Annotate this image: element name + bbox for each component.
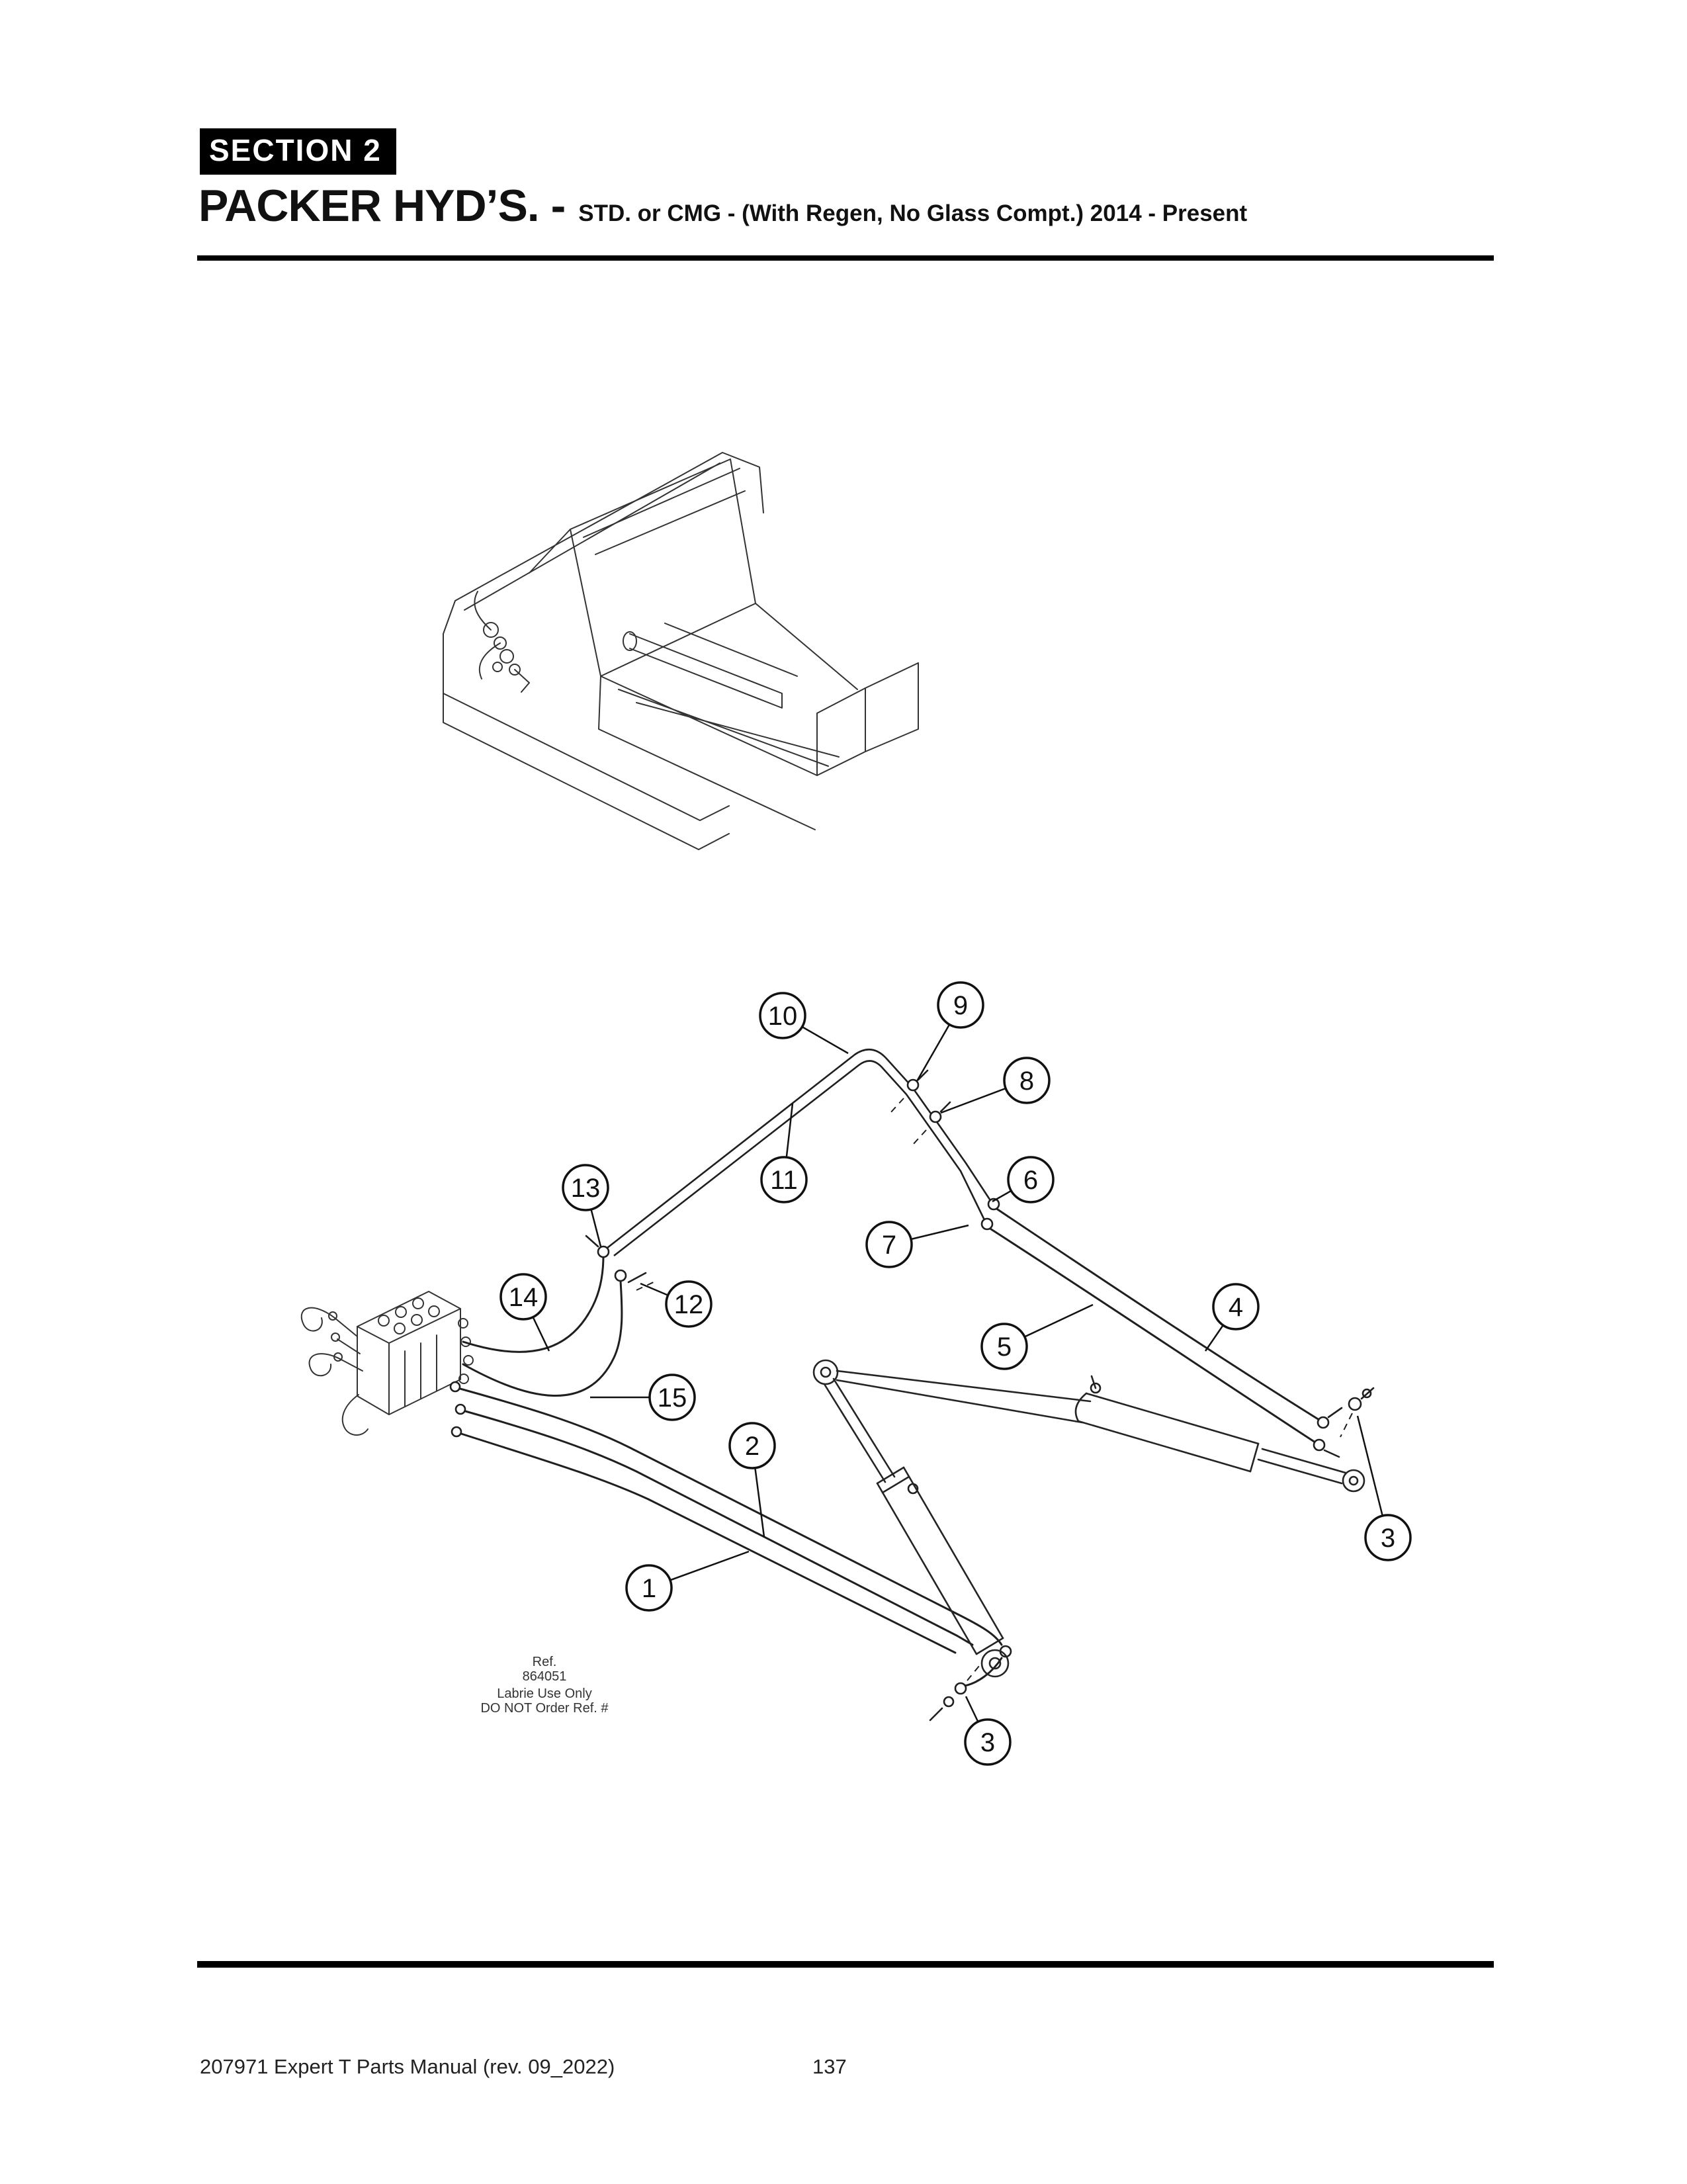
section-badge: SECTION 2 <box>200 128 396 175</box>
fitting-valve-out-c <box>451 1426 462 1438</box>
page-title: PACKER HYD’S. - STD. or CMG - (With Rege… <box>198 180 1247 232</box>
fitting-valve-out-a <box>449 1381 461 1393</box>
svg-text:14: 14 <box>509 1283 539 1312</box>
callout-13-3: 3 <box>1364 1514 1412 1561</box>
hose-upper <box>456 1387 1003 1646</box>
callout-10-2: 2 <box>728 1422 776 1469</box>
callout-12-5: 5 <box>980 1323 1028 1370</box>
steel-tubes <box>607 1049 995 1257</box>
header-divider <box>197 255 1494 261</box>
svg-text:8: 8 <box>1019 1067 1034 1096</box>
fittings <box>449 1069 1375 1722</box>
fitting-valve-out-b <box>454 1403 466 1415</box>
svg-text:11: 11 <box>770 1166 798 1195</box>
svg-text:5: 5 <box>997 1332 1012 1362</box>
footer-page-number: 137 <box>812 2055 847 2078</box>
hoses <box>456 1205 1320 1687</box>
hose-base-elbow <box>963 1657 1003 1687</box>
callout-0-10: 10 <box>759 992 806 1039</box>
hose-4 <box>992 1205 1320 1421</box>
callout-14-1: 1 <box>625 1564 673 1612</box>
fitting-3-bottom-nut <box>943 1696 955 1708</box>
svg-text:7: 7 <box>882 1231 896 1260</box>
page-title-main: PACKER HYD’S. - <box>198 181 566 231</box>
hose-5 <box>986 1225 1317 1444</box>
callout-7-14: 14 <box>499 1273 547 1321</box>
fitting-13 <box>597 1245 610 1258</box>
svg-text:15: 15 <box>658 1383 687 1413</box>
cylinder-right <box>1074 1375 1365 1493</box>
footer-manual-title: 207971 Expert T Parts Manual (rev. 09_20… <box>200 2055 615 2078</box>
fitting-7 <box>980 1217 994 1231</box>
page-title-subtitle: STD. or CMG - (With Regen, No Glass Comp… <box>578 200 1248 226</box>
hydraulic-hose-diagram: Ref. 864051 Labrie Use Only DO NOT Order… <box>300 981 1412 1766</box>
ref-note-line-2: 864051 <box>523 1669 567 1684</box>
svg-text:6: 6 <box>1023 1166 1038 1195</box>
callout-1-9: 9 <box>937 981 984 1029</box>
ref-note-line-3: Labrie Use Only <box>497 1686 591 1701</box>
fitting-hose-end-a <box>1317 1416 1330 1429</box>
svg-text:13: 13 <box>571 1174 601 1203</box>
tube-10 <box>607 1049 995 1249</box>
ref-note-line-4: DO NOT Order Ref. # <box>480 1701 609 1716</box>
truck-overview-sketch <box>443 452 919 850</box>
svg-text:3: 3 <box>980 1728 995 1757</box>
fitting-8 <box>929 1110 942 1123</box>
callout-8-12: 12 <box>665 1280 713 1328</box>
fitting-3-right <box>1348 1397 1362 1411</box>
hose-1 <box>458 1432 957 1654</box>
cylinder-bottom <box>812 1359 1092 1678</box>
callout-6-13: 13 <box>562 1164 609 1211</box>
hose-2 <box>462 1409 974 1646</box>
svg-text:10: 10 <box>768 1002 798 1031</box>
callout-4-7: 7 <box>865 1221 913 1268</box>
callout-leaders <box>522 1004 1389 1743</box>
footer-divider <box>197 1961 1494 1968</box>
svg-text:12: 12 <box>674 1290 704 1319</box>
valve-assembly <box>300 1291 474 1436</box>
hose-14 <box>462 1254 605 1353</box>
svg-text:2: 2 <box>745 1432 759 1461</box>
callout-11-4: 4 <box>1212 1283 1260 1331</box>
hose-15 <box>462 1280 623 1397</box>
svg-text:3: 3 <box>1381 1524 1395 1553</box>
callout-2-8: 8 <box>1003 1057 1051 1104</box>
svg-text:1: 1 <box>642 1574 656 1603</box>
fitting-9 <box>906 1078 920 1092</box>
fitting-3-bottom <box>954 1682 967 1695</box>
callout-15-3: 3 <box>964 1718 1012 1766</box>
callout-3-6: 6 <box>1007 1156 1055 1203</box>
ref-note: Ref. 864051 Labrie Use Only DO NOT Order… <box>480 1655 609 1716</box>
callout-5-11: 11 <box>760 1156 808 1203</box>
svg-text:9: 9 <box>953 991 968 1020</box>
fitting-6 <box>987 1198 1000 1211</box>
callout-9-15: 15 <box>648 1374 696 1421</box>
tube-11 <box>613 1060 988 1257</box>
svg-text:4: 4 <box>1229 1293 1243 1322</box>
ref-note-line-1: Ref. <box>533 1655 557 1669</box>
fitting-hose-end-b <box>1313 1438 1326 1452</box>
fitting-12 <box>614 1269 627 1282</box>
